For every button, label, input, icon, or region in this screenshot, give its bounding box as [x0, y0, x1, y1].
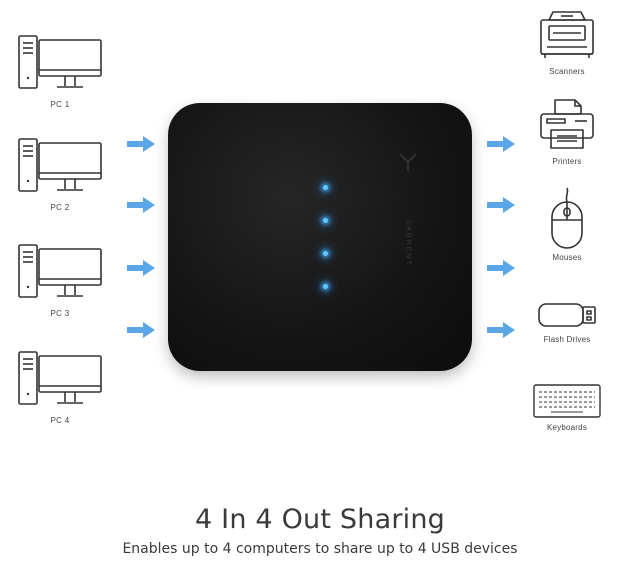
desktop-computer-icon	[18, 244, 102, 298]
brand-wordmark-logo: SABRENT	[404, 219, 412, 267]
output-arrow-4-icon	[487, 322, 515, 338]
pc-4-label: PC 4	[50, 416, 70, 425]
output-arrow-2-icon	[487, 197, 515, 213]
device-mouses: Mouses	[525, 186, 609, 262]
computer-pc-1: PC 1	[14, 34, 106, 109]
desktop-computer-icon	[18, 35, 102, 89]
desktop-computer-icon	[18, 351, 102, 405]
status-led-1	[323, 185, 328, 190]
device-label-mouses: Mouses	[552, 253, 582, 262]
flash-drive-icon	[538, 303, 596, 327]
device-label-keyboards: Keyboards	[546, 423, 588, 432]
keyboard-icon	[533, 384, 601, 418]
device-label-scanners: Scanners	[549, 67, 585, 76]
computer-pc-2: PC 2	[14, 137, 106, 212]
input-arrow-3-icon	[127, 260, 155, 276]
status-led-4	[323, 284, 328, 289]
desktop-computer-icon	[18, 138, 102, 192]
device-keyboards: Keyboards	[525, 382, 609, 432]
device-label-printers: Printers	[552, 157, 582, 166]
usb-switch-hub: SABRENT	[168, 103, 472, 371]
status-led-2	[323, 218, 328, 223]
status-led-3	[323, 251, 328, 256]
scanner-icon	[540, 11, 594, 58]
mouse-icon	[551, 187, 583, 249]
device-label-flash-drives: Flash Drives	[543, 335, 591, 344]
pc-1-label: PC 1	[50, 100, 70, 109]
brand-logo-icon	[399, 153, 417, 171]
headline-title: 4 In 4 Out Sharing	[195, 504, 445, 535]
device-scanners: Scanners	[525, 8, 609, 76]
device-printers: Printers	[525, 98, 609, 166]
output-arrow-3-icon	[487, 260, 515, 276]
input-arrow-4-icon	[127, 322, 155, 338]
output-arrow-1-icon	[487, 136, 515, 152]
headline-subtitle: Enables up to 4 computers to share up to…	[122, 541, 518, 557]
computer-pc-3: PC 3	[14, 243, 106, 318]
pc-3-label: PC 3	[50, 309, 70, 318]
computer-pc-4: PC 4	[14, 350, 106, 425]
pc-2-label: PC 2	[50, 203, 70, 212]
device-flash-drives: Flash Drives	[525, 298, 609, 344]
input-arrow-2-icon	[127, 197, 155, 213]
printer-icon	[540, 99, 594, 149]
input-arrow-1-icon	[127, 136, 155, 152]
